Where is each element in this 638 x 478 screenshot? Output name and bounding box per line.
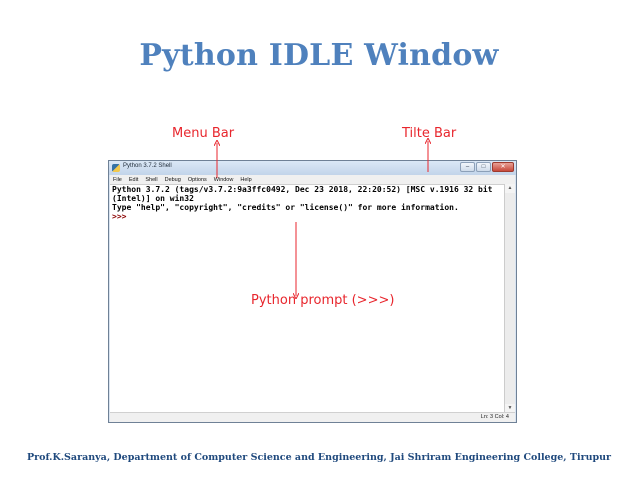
slide-footer: Prof.K.Saranya, Department of Computer S… (26, 452, 612, 463)
shell-output-line: Type "help", "copyright", "credits" or "… (112, 203, 459, 212)
python-prompt[interactable]: >>> (112, 212, 127, 221)
shell-output-line: Python 3.7.2 (tags/v3.7.2:9a3ffc0492, De… (112, 185, 493, 194)
menu-shell[interactable]: Shell (145, 176, 158, 183)
maximize-icon[interactable]: □ (476, 162, 491, 172)
close-icon[interactable]: ✕ (492, 162, 514, 172)
window-controls: ‒ □ ✕ (460, 162, 514, 172)
title-bar-annotation: Tilte Bar (402, 126, 457, 141)
menu-file[interactable]: File (113, 176, 122, 183)
menu-options[interactable]: Options (187, 176, 207, 183)
menu-edit[interactable]: Edit (128, 176, 139, 183)
status-column: Col: 4 (494, 414, 509, 420)
python-prompt-annotation: Python prompt (>>>) (251, 293, 395, 308)
scroll-down-icon[interactable]: ▼ (505, 404, 515, 413)
menu-debug[interactable]: Debug (164, 176, 181, 183)
vertical-scrollbar[interactable]: ▲ ▼ (504, 184, 515, 413)
status-line: Ln: 3 (480, 414, 493, 420)
status-bar: Ln: 3 Col: 4 (110, 412, 515, 422)
idle-shell-window: Python 3.7.2 Shell ‒ □ ✕ File Edit Shell… (108, 160, 517, 423)
menu-window[interactable]: Window (213, 176, 234, 183)
scroll-up-icon[interactable]: ▲ (505, 184, 515, 193)
minimize-icon[interactable]: ‒ (460, 162, 475, 172)
shell-editor[interactable]: Python 3.7.2 (tags/v3.7.2:9a3ffc0492, De… (110, 184, 505, 413)
window-title: Python 3.7.2 Shell (123, 163, 172, 169)
menu-help[interactable]: Help (240, 176, 252, 183)
shell-output-line: (Intel)] on win32 (112, 194, 194, 203)
menu-bar: File Edit Shell Debug Options Window Hel… (110, 175, 515, 184)
python-app-icon (112, 164, 120, 172)
slide-title: Python IDLE Window (139, 38, 499, 73)
menu-bar-annotation: Menu Bar (172, 126, 235, 141)
title-bar[interactable]: Python 3.7.2 Shell ‒ □ ✕ (109, 161, 516, 175)
